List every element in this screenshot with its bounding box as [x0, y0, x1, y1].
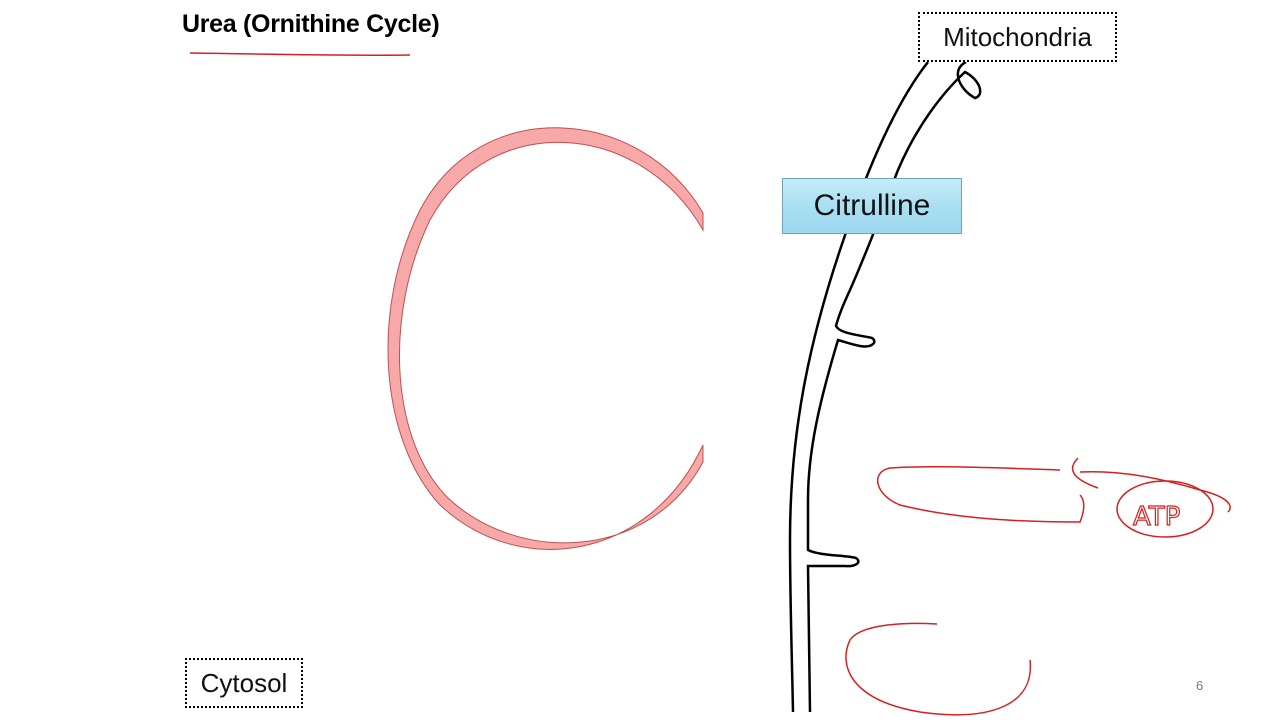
page-number: 6 [1196, 678, 1204, 693]
handwritten-arrow-loop [876, 457, 1231, 523]
mitochondria-membrane-outer [788, 61, 929, 713]
citrulline-box: Citrulline [782, 178, 962, 234]
mitochondria-label: Mitochondria [918, 12, 1117, 62]
urea-cycle-ring [387, 127, 704, 550]
handwritten-lower-loop [845, 622, 1032, 716]
slide-title: Urea (Ornithine Cycle) [182, 10, 440, 38]
cytosol-label: Cytosol [185, 658, 303, 708]
mitochondria-membrane-inner [806, 60, 982, 713]
atp-handwritten: ATP [1133, 502, 1180, 532]
atp-circle [1116, 480, 1214, 538]
title-underline [189, 52, 411, 57]
